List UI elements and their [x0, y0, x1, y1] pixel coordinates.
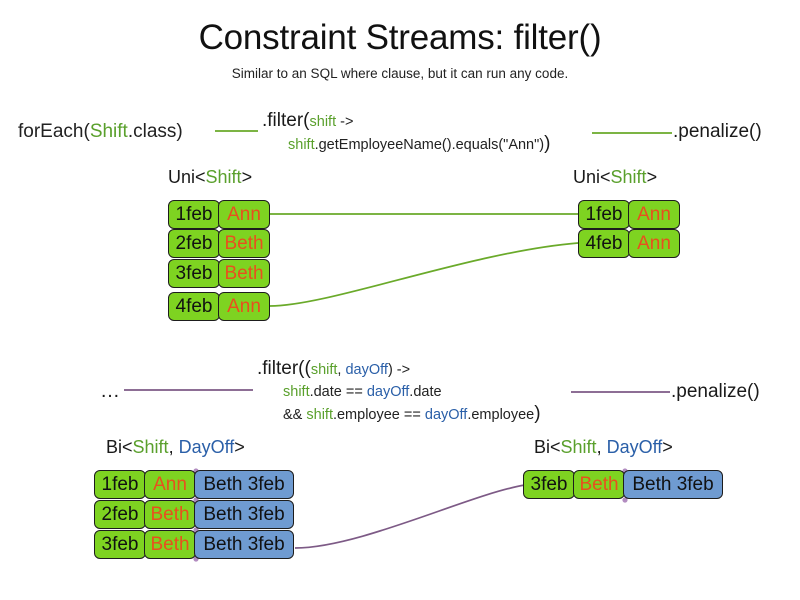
uni-filter-line-2: shift.getEmployeeName().equals("Ann")) — [288, 133, 551, 154]
page-title: Constraint Streams: filter() — [198, 18, 602, 57]
table-row[interactable]: 1feb Ann — [578, 200, 680, 229]
cell-date: 3feb — [523, 470, 575, 499]
table-row[interactable]: 2feb Beth — [168, 229, 270, 258]
table-row[interactable]: 1feb Ann — [168, 200, 270, 229]
link-uni-row4 — [269, 242, 579, 307]
cell-dayoff: Beth 3feb — [623, 470, 723, 499]
cell-name: Ann — [144, 470, 196, 499]
table-row[interactable]: 4feb Ann — [578, 229, 680, 258]
table-row[interactable]: 3feb Beth — [168, 259, 270, 288]
cell-name: Beth — [573, 470, 625, 499]
table-row[interactable]: 2feb Beth Beth 3feb — [94, 500, 294, 529]
cell-date: 2feb — [94, 500, 146, 529]
cell-date: 4feb — [168, 292, 220, 321]
cell-dayoff: Beth 3feb — [194, 470, 294, 499]
cell-name: Beth — [218, 259, 270, 288]
cell-name: Ann — [628, 229, 680, 258]
cell-name: Ann — [218, 200, 270, 229]
uni-penalize-label: .penalize() — [673, 121, 762, 142]
cell-date: 3feb — [94, 530, 146, 559]
cell-date: 1feb — [94, 470, 146, 499]
cell-date: 1feb — [168, 200, 220, 229]
table-row[interactable]: 3feb Beth Beth 3feb — [523, 470, 723, 499]
cell-dayoff: Beth 3feb — [194, 500, 294, 529]
cell-date: 1feb — [578, 200, 630, 229]
bi-source-ellipsis: … — [100, 380, 121, 402]
cell-name: Ann — [218, 292, 270, 321]
uni-filter-expression: .filter(shift -> shift.getEmployeeName()… — [262, 110, 550, 156]
link-bi-row3 — [294, 484, 526, 549]
cell-date: 3feb — [168, 259, 220, 288]
cell-name: Beth — [218, 229, 270, 258]
page-subtitle: Similar to an SQL where clause, but it c… — [231, 66, 569, 81]
bi-output-type-label: Bi<Shift, DayOff> — [534, 437, 673, 457]
foreach-source-label: forEach(Shift.class) — [18, 121, 183, 142]
bi-filter-line-2: shift.date == dayOff.date — [283, 384, 442, 400]
uni-filter-line-1: .filter(shift -> — [262, 110, 354, 131]
table-row[interactable]: 3feb Beth Beth 3feb — [94, 530, 294, 559]
bi-penalize-label: .penalize() — [671, 381, 760, 402]
cell-name: Beth — [144, 530, 196, 559]
cell-dayoff: Beth 3feb — [194, 530, 294, 559]
uni-output-type-label: Uni<Shift> — [573, 167, 658, 187]
bi-filter-expression: .filter((shift, dayOff) -> shift.date ==… — [257, 358, 541, 426]
bi-filter-line-3: && shift.employee == dayOff.employee) — [283, 403, 541, 424]
cell-date: 2feb — [168, 229, 220, 258]
cell-name: Ann — [628, 200, 680, 229]
table-row[interactable]: 4feb Ann — [168, 292, 270, 321]
bi-filter-line-1: .filter((shift, dayOff) -> — [257, 358, 411, 379]
cell-date: 4feb — [578, 229, 630, 258]
table-row[interactable]: 1feb Ann Beth 3feb — [94, 470, 294, 499]
bi-input-type-label: Bi<Shift, DayOff> — [106, 437, 245, 457]
cell-name: Beth — [144, 500, 196, 529]
uni-input-type-label: Uni<Shift> — [168, 167, 253, 187]
